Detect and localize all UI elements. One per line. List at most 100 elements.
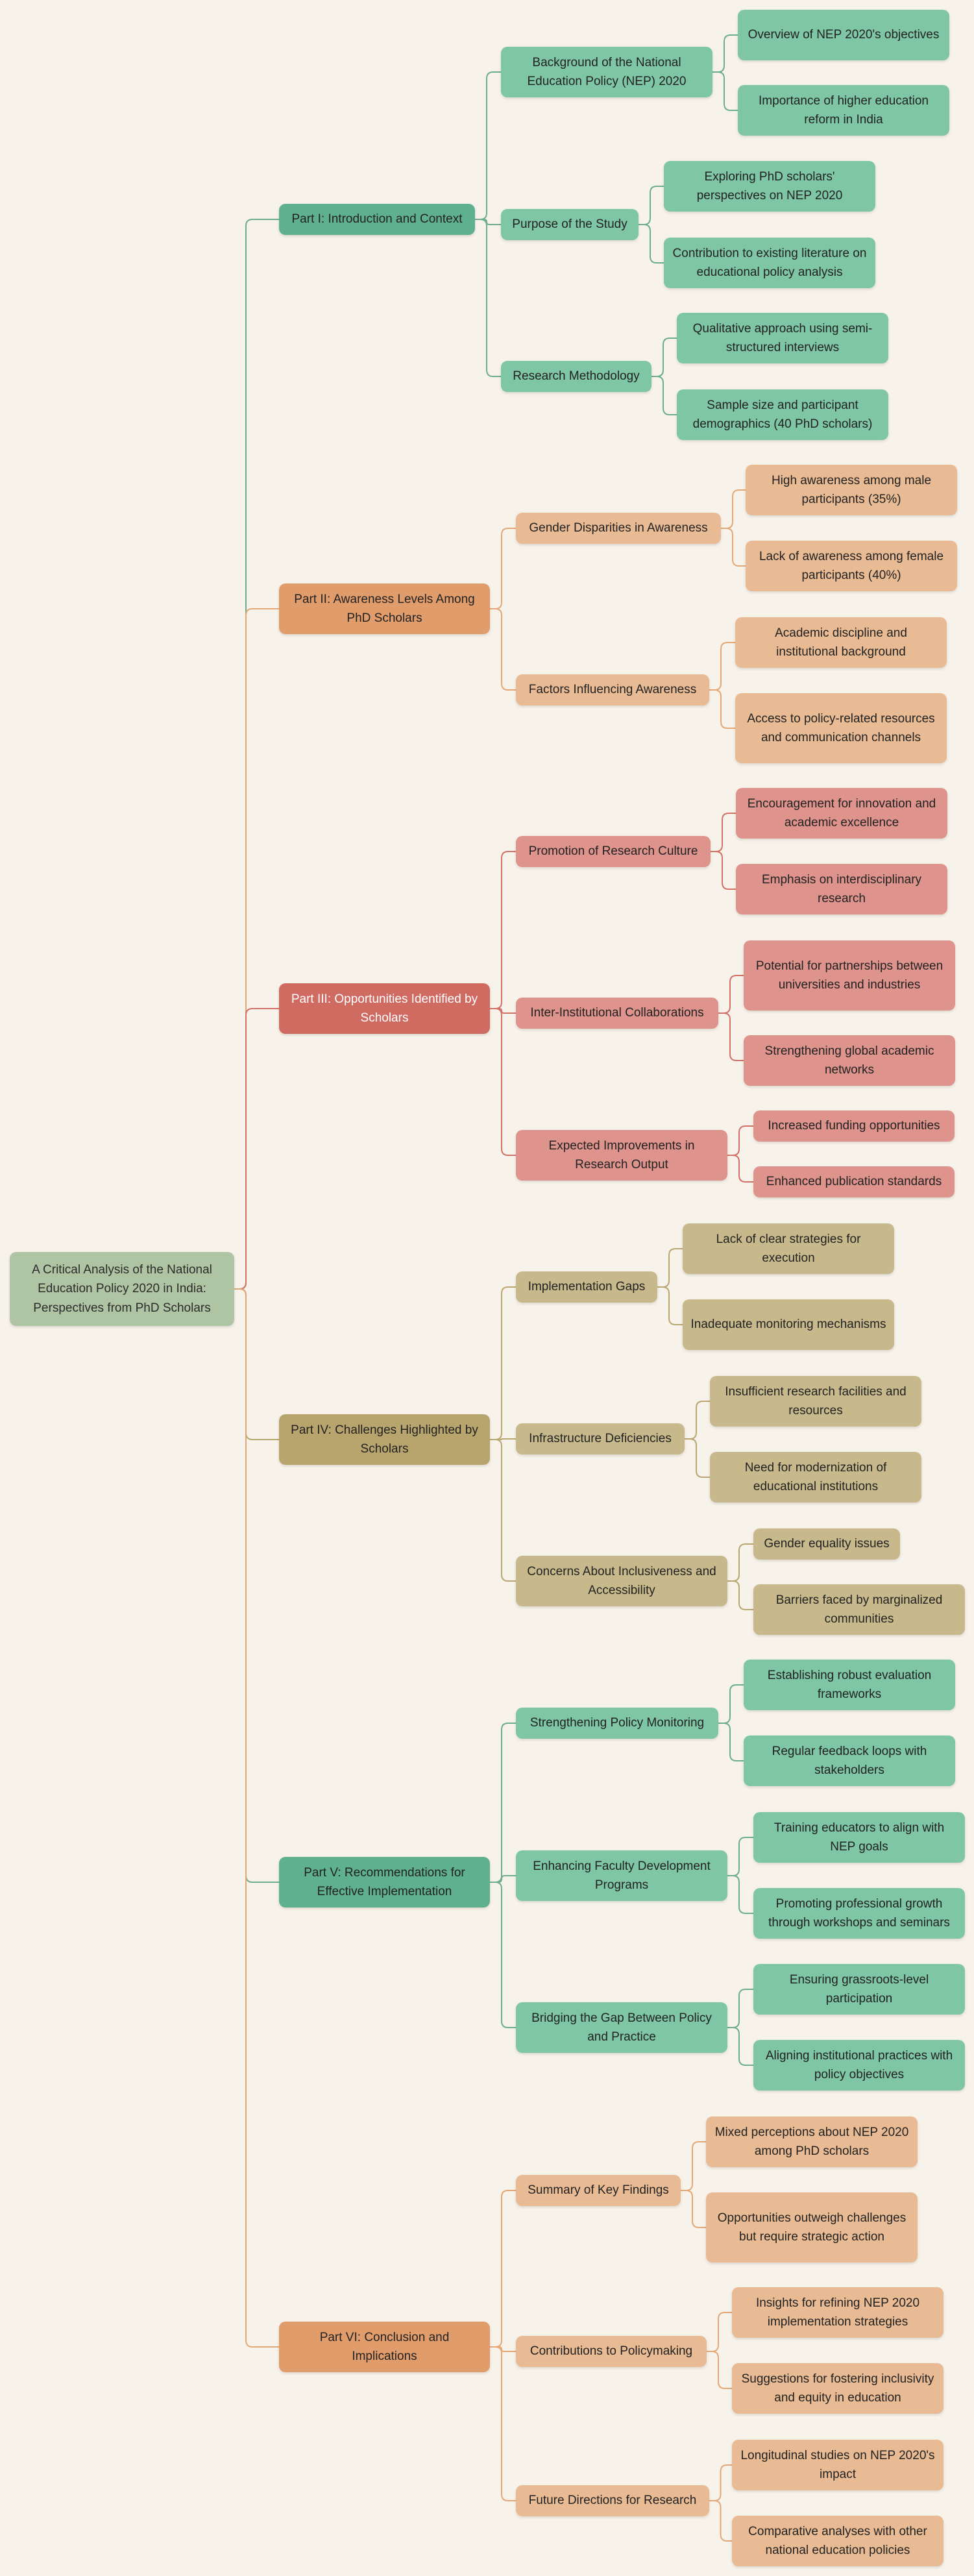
connector-line: [681, 2190, 706, 2228]
connector-line: [707, 2351, 732, 2389]
connector-line: [709, 642, 735, 691]
section-node: Implementation Gaps: [516, 1271, 657, 1303]
connector-line: [709, 2500, 732, 2542]
connector-line: [490, 1008, 516, 1156]
connector-line: [709, 2464, 732, 2501]
connector-line: [475, 219, 501, 377]
leaf-node: Establishing robust evaluation framework…: [744, 1660, 955, 1710]
leaf-node: Barriers faced by marginalized communiti…: [753, 1584, 965, 1635]
connector-line: [727, 1837, 753, 1876]
section-node: Strengthening Policy Monitoring: [516, 1708, 718, 1739]
connector-line: [651, 376, 677, 415]
connector-line: [490, 528, 516, 609]
leaf-node: Lack of awareness among female participa…: [746, 541, 957, 591]
leaf-node: Access to policy-related resources and c…: [735, 693, 947, 763]
part-node: Part IV: Challenges Highlighted by Schol…: [279, 1414, 490, 1465]
leaf-node: Exploring PhD scholars' perspectives on …: [664, 161, 875, 212]
connector-line: [727, 1580, 753, 1610]
connector-line: [727, 1875, 753, 1914]
connector-line: [490, 2190, 516, 2348]
connector-line: [475, 219, 501, 225]
leaf-node: High awareness among male participants (…: [746, 465, 957, 515]
connector-line: [727, 2027, 753, 2066]
connector-line: [711, 851, 736, 890]
connector-line: [475, 71, 501, 220]
connector-line: [490, 1439, 516, 1582]
connector-line: [234, 1288, 279, 1440]
section-node: Bridging the Gap Between Policy and Prac…: [516, 2002, 727, 2053]
connector-line: [685, 1401, 710, 1440]
connector-line: [727, 1155, 753, 1183]
leaf-node: Promoting professional growth through wo…: [753, 1888, 965, 1939]
connector-line: [707, 2312, 732, 2352]
connector-line: [639, 224, 664, 264]
connector-line: [234, 1288, 279, 2348]
leaf-node: Need for modernization of educational in…: [710, 1452, 921, 1503]
leaf-node: Opportunities outweigh challenges but re…: [706, 2192, 918, 2263]
leaf-node: Importance of higher education reform in…: [738, 85, 949, 136]
connector-line: [711, 813, 736, 852]
connector-line: [712, 34, 738, 73]
leaf-node: Increased funding opportunities: [753, 1110, 955, 1142]
connector-line: [234, 1008, 279, 1290]
section-node: Purpose of the Study: [501, 209, 639, 240]
leaf-node: Gender equality issues: [753, 1528, 900, 1560]
connector-line: [727, 1125, 753, 1156]
leaf-node: Sample size and participant demographics…: [677, 389, 888, 440]
section-node: Expected Improvements in Research Output: [516, 1130, 727, 1181]
connector-line: [234, 608, 279, 1290]
connector-line: [712, 71, 738, 111]
connector-line: [234, 219, 279, 1290]
connector-line: [490, 1286, 516, 1440]
connector-line: [727, 1989, 753, 2028]
connector-line: [651, 337, 677, 377]
section-node: Background of the National Education Pol…: [501, 47, 712, 97]
connector-line: [718, 1012, 744, 1061]
connector-line: [490, 1723, 516, 1883]
leaf-node: Emphasis on interdisciplinary research: [736, 864, 947, 914]
connector-line: [721, 528, 746, 567]
connector-line: [639, 186, 664, 225]
connector-line: [490, 2346, 516, 2352]
leaf-node: Ensuring grassroots-level participation: [753, 1964, 965, 2015]
connector-line: [721, 489, 746, 529]
part-node: Part III: Opportunities Identified by Sc…: [279, 983, 490, 1034]
connector-line: [490, 608, 516, 691]
leaf-node: Enhanced publication standards: [753, 1166, 955, 1197]
connector-line: [657, 1286, 683, 1325]
section-node: Infrastructure Deficiencies: [516, 1423, 685, 1454]
leaf-node: Mixed perceptions about NEP 2020 among P…: [706, 2116, 918, 2167]
connector-line: [234, 1288, 279, 1883]
leaf-node: Lack of clear strategies for execution: [683, 1223, 894, 1274]
connector-line: [490, 1008, 516, 1014]
connector-line: [490, 1875, 516, 1883]
connector-line: [490, 1882, 516, 2028]
part-node: Part V: Recommendations for Effective Im…: [279, 1857, 490, 1907]
connector-line: [490, 1438, 516, 1440]
connector-line: [727, 1543, 753, 1582]
connector-line: [657, 1248, 683, 1288]
leaf-node: Inadequate monitoring mechanisms: [683, 1299, 894, 1350]
leaf-node: Qualitative approach using semi-structur…: [677, 313, 888, 363]
connector-line: [685, 1438, 710, 1478]
section-node: Inter-Institutional Collaborations: [516, 998, 718, 1029]
connector-line: [718, 975, 744, 1014]
section-node: Concerns About Inclusiveness and Accessi…: [516, 1556, 727, 1606]
leaf-node: Potential for partnerships between unive…: [744, 940, 955, 1011]
leaf-node: Aligning institutional practices with po…: [753, 2040, 965, 2091]
part-node: Part VI: Conclusion and Implications: [279, 2322, 490, 2372]
leaf-node: Insufficient research facilities and res…: [710, 1376, 921, 1427]
leaf-node: Encouragement for innovation and academi…: [736, 788, 947, 839]
connector-line: [490, 2346, 516, 2501]
connector-line: [681, 2141, 706, 2191]
root-node: A Critical Analysis of the National Educ…: [10, 1252, 234, 1326]
section-node: Promotion of Research Culture: [516, 836, 711, 867]
connector-line: [709, 689, 735, 729]
leaf-node: Overview of NEP 2020's objectives: [738, 10, 949, 60]
leaf-node: Comparative analyses with other national…: [732, 2516, 944, 2566]
part-node: Part I: Introduction and Context: [279, 204, 475, 235]
part-node: Part II: Awareness Levels Among PhD Scho…: [279, 583, 490, 634]
connector-line: [718, 1684, 744, 1724]
